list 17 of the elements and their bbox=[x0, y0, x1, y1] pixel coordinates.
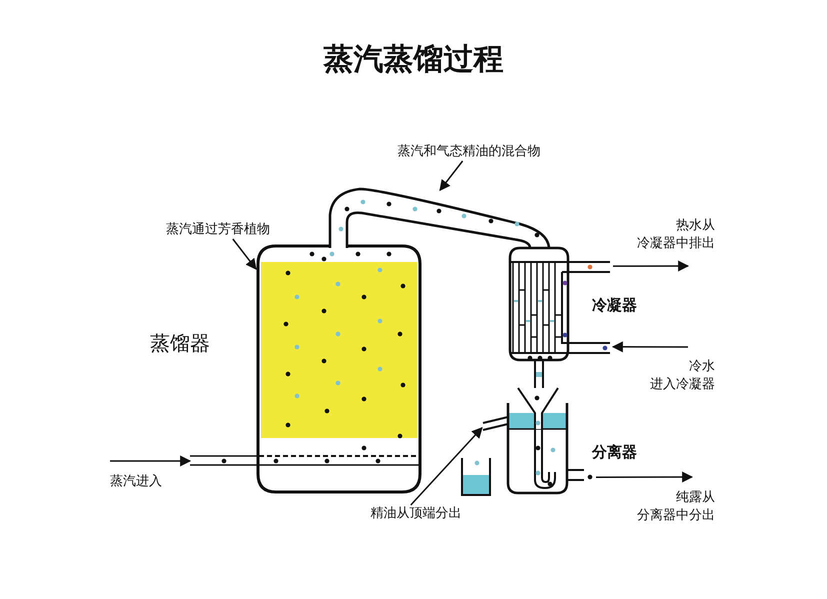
vapor-pipe bbox=[328, 185, 552, 250]
annotation-text: 蒸汽通过芳香植物 bbox=[165, 221, 271, 239]
annotation-text: 蒸汽和气态精油的混合物 bbox=[396, 143, 542, 161]
arrow bbox=[439, 160, 464, 192]
arrow bbox=[232, 238, 257, 270]
annotation-text: 精油从顶端分出 bbox=[370, 505, 462, 523]
component-label: 蒸馏器 bbox=[150, 330, 210, 356]
arrow bbox=[596, 472, 694, 483]
arrow bbox=[410, 427, 483, 506]
title: 蒸汽蒸馏过程 bbox=[322, 41, 504, 79]
arrow bbox=[612, 341, 688, 352]
arrow bbox=[110, 455, 192, 466]
arrow bbox=[613, 260, 690, 272]
still-vessel-drawing bbox=[256, 244, 422, 494]
component-label: 分离器 bbox=[592, 442, 637, 463]
component-label: 冷凝器 bbox=[592, 295, 637, 316]
inlet-pipe bbox=[190, 453, 258, 468]
